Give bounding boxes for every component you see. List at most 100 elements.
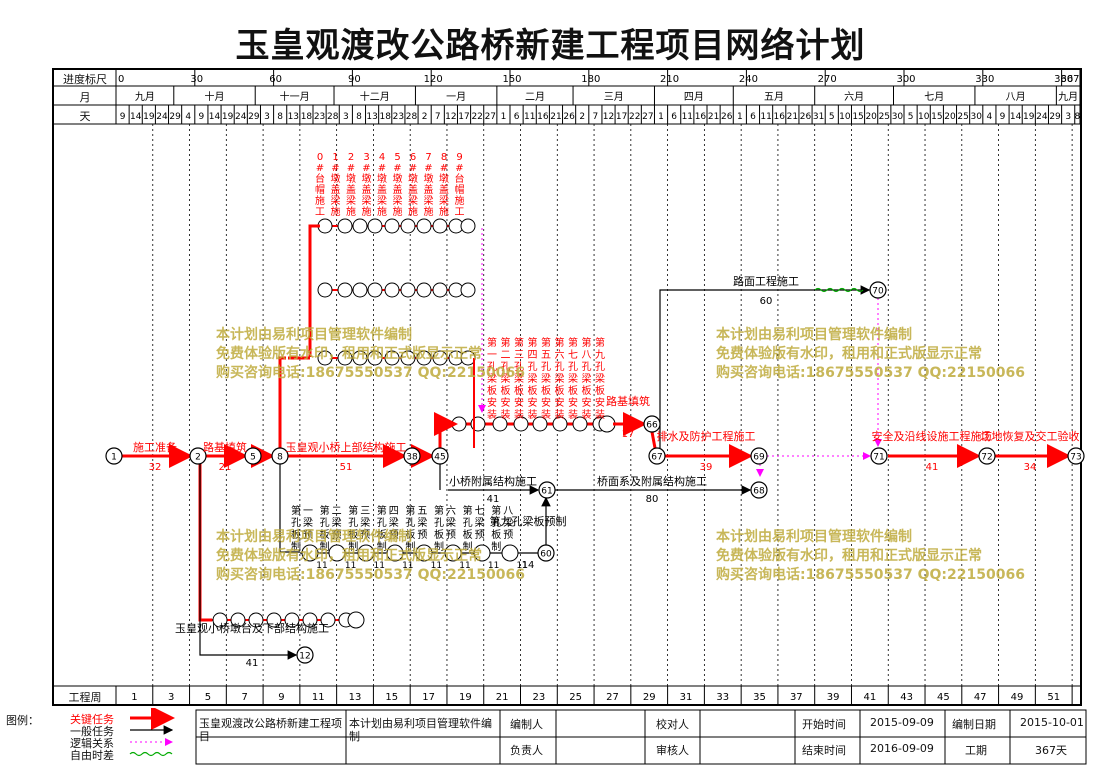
- scale-tick: 367: [1060, 74, 1079, 85]
- scale-tick: 30: [190, 74, 203, 85]
- node-number: 12: [299, 652, 310, 662]
- week-cell: 47: [974, 692, 987, 703]
- week-cell: 33: [716, 692, 729, 703]
- pier-cap-label: 7: [425, 152, 431, 163]
- week-cell: 15: [385, 692, 398, 703]
- beam-install-label: 梁: [595, 372, 605, 385]
- task-duration: 41: [926, 462, 939, 473]
- node-number: 5: [250, 453, 256, 463]
- pier-cap-label: 墩: [377, 172, 387, 185]
- day-cell: 5: [908, 112, 914, 122]
- beam-precast-label: 四: [389, 506, 399, 517]
- beam-install-label: 板: [487, 384, 497, 397]
- week-cell: 29: [643, 692, 656, 703]
- beam-precast-label: 板: [434, 528, 444, 541]
- sub-node: [248, 612, 264, 628]
- day-cell: 2: [579, 112, 585, 122]
- sub-node: [317, 350, 333, 366]
- sub-node: [301, 544, 319, 562]
- day-cell: 11: [760, 112, 771, 122]
- pier-cap-label: 帽: [455, 183, 465, 196]
- beam-install-label: 板: [582, 384, 592, 397]
- beam-precast-label: 第: [320, 504, 330, 517]
- day-cell: 1: [737, 112, 743, 122]
- month-cell: 四月: [684, 91, 704, 103]
- pier-cap-label: 4: [379, 152, 385, 163]
- beam-precast-label: 第: [348, 504, 358, 517]
- month-row: 九月十月十一月十二月一月二月三月四月五月六月七月八月九月: [135, 86, 1081, 105]
- task-label: 桥面系及附属结构施工: [597, 474, 707, 488]
- week-cell: 37: [790, 692, 803, 703]
- sub-node: [572, 416, 588, 432]
- sub-node: [317, 282, 333, 298]
- sub-node: [416, 350, 432, 366]
- day-cell: 26: [721, 112, 733, 122]
- scale-tick: 90: [348, 74, 361, 85]
- beam-precast-label: 孔: [377, 517, 387, 529]
- day-cell: 22: [471, 112, 482, 122]
- week-cell: 43: [900, 692, 913, 703]
- beam-install-label: 装: [582, 408, 592, 421]
- day-cell: 28: [406, 112, 418, 122]
- beam-install-label: 六: [555, 349, 565, 361]
- day-cell: 16: [774, 112, 786, 122]
- pier-cap-label: #: [378, 163, 386, 174]
- network-node: [869, 281, 887, 299]
- beam-precast-label: 孔: [434, 517, 444, 529]
- beam-install-label: 安: [528, 396, 538, 409]
- beam-install-label: 梁: [487, 372, 497, 385]
- beam-install-label: 孔: [555, 361, 565, 373]
- beam-install-label: 装: [514, 408, 524, 421]
- pier-cap-label: 施: [331, 205, 341, 218]
- network-node: [105, 447, 123, 465]
- sub-node: [501, 544, 519, 562]
- day-cell: 17: [616, 112, 627, 122]
- network-node: [643, 415, 661, 433]
- week-label: 工程周: [68, 691, 102, 704]
- beam-install-label: 孔: [568, 361, 578, 373]
- pier-cap-label: 墩: [408, 172, 418, 185]
- day-cell: 14: [209, 112, 221, 122]
- day-cell: 25: [957, 112, 968, 122]
- day-cell: 9: [199, 112, 205, 122]
- beam-install-label: 安: [487, 396, 497, 409]
- pier-cap-label: 0: [317, 152, 323, 163]
- legend-end-value: 2016-09-09: [870, 742, 934, 755]
- beam-install-label: 第: [568, 336, 578, 349]
- pier-cap-label: 施: [439, 205, 449, 218]
- pier-cap-label: #: [440, 163, 448, 174]
- day-cell: 8: [277, 112, 283, 122]
- diagram-title: 玉皇观渡改公路桥新建工程项目网络计划: [235, 26, 866, 66]
- beam-precast-label: 八: [503, 506, 513, 517]
- sub-node: [367, 218, 383, 234]
- scale-tick: 240: [739, 74, 758, 85]
- beam-install-label: 梁: [541, 372, 551, 385]
- beam-precast-label: 梁: [303, 516, 313, 529]
- legend-date-label: 编制日期: [952, 718, 996, 731]
- day-cell: 19: [1023, 112, 1035, 122]
- legend-start-label: 开始时间: [802, 718, 846, 731]
- beam-install-label: 板: [528, 384, 538, 397]
- beam-precast-label: 二: [332, 506, 342, 517]
- pier-cap-label: #: [409, 163, 417, 174]
- task-label: 玉皇观小桥墩台及下部结构施工: [175, 621, 329, 635]
- task-label: 小桥附属结构施工: [449, 474, 537, 488]
- legend-normal: 一般任务: [70, 725, 114, 738]
- month-cell: 二月: [525, 91, 545, 103]
- sub-node: [444, 544, 462, 562]
- day-cell: 23: [393, 112, 404, 122]
- beam-install-label: 板: [514, 384, 524, 397]
- precast-duration: 11: [516, 561, 527, 571]
- legend-end-label: 结束时间: [802, 744, 846, 757]
- sub-node: [416, 282, 432, 298]
- beam-install-label: 孔: [541, 361, 551, 373]
- scale-tick: 120: [424, 74, 443, 85]
- beam-precast-label: 梁: [417, 516, 427, 529]
- day-cell: 26: [800, 112, 812, 122]
- beam-precast-label: 板: [291, 528, 301, 541]
- sub-node: [230, 612, 246, 628]
- beam-precast-label: 梁: [360, 516, 370, 529]
- month-cell: 三月: [604, 91, 624, 103]
- scale-label: 进度标尺: [63, 73, 107, 86]
- pier-cap-label: 5: [394, 152, 400, 163]
